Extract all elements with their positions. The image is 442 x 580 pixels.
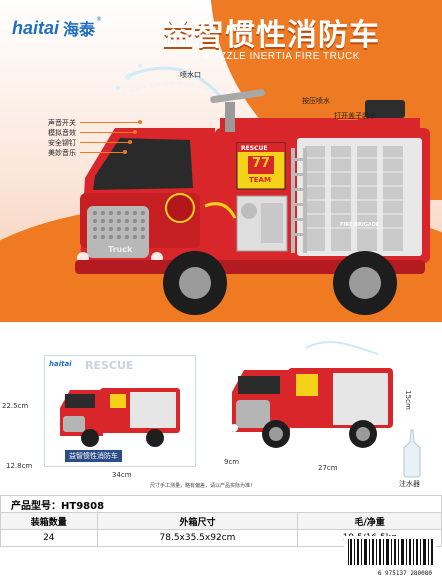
callout-dot <box>133 130 137 134</box>
truck-team-label: TEAM <box>249 176 271 184</box>
product-box-image: haitai RESCUE 益智惯性消防车 <box>44 355 196 467</box>
truck-side-label: FIRE BRIGADE <box>340 222 380 228</box>
brand-logo: haitai 海泰 ® <box>12 16 102 40</box>
truck-rescue-label: RESCUE <box>241 145 268 152</box>
box-truck-image <box>60 388 180 447</box>
brand-name-cn: 海泰 <box>63 20 96 39</box>
model-row: 产品型号：HT9808 <box>0 495 442 513</box>
product-title-cn: 益智惯性消防车 <box>163 18 380 53</box>
callout-beautiful-light: 美妙音乐 <box>48 149 76 157</box>
truck-number-label: 77 <box>252 156 271 171</box>
box-rescue: RESCUE <box>85 359 134 372</box>
callout-press-spray: 按压喷水 <box>302 97 330 105</box>
header-carton-size: 外箱尺寸 <box>96 512 299 530</box>
model-label: 产品型号： <box>11 500 61 512</box>
box-depth-dim: 12.8cm <box>6 462 33 470</box>
callout-leader-line <box>80 132 135 133</box>
callout-leader-line <box>80 142 130 143</box>
box-chinese-title: 益智惯性消防车 <box>65 450 122 462</box>
barcode-image <box>344 536 436 576</box>
water-spray-graphic <box>116 64 227 104</box>
box-width-dim: 34cm <box>112 471 132 479</box>
callout-simulated-sound: 模拟音效 <box>48 129 76 137</box>
callout-safe-rivet: 安全铆钉 <box>48 139 76 147</box>
toy-depth-dim: 9cm <box>224 458 240 466</box>
measurement-footnote: 尺寸手工测量，略有偏差，请以产品实际为准！ <box>150 483 256 489</box>
callout-leader-line <box>80 122 140 123</box>
toy-height-dim: 15cm <box>403 390 412 410</box>
callout-dot <box>128 140 132 144</box>
water-bottle-label: 注水器 <box>399 480 420 488</box>
box-brand: haitai <box>49 360 72 368</box>
barcode-number: 6 975137 280080 <box>375 570 434 577</box>
callout-open-cover: 打开盖子装水 <box>334 112 376 120</box>
toy-width-dim: 27cm <box>318 464 338 472</box>
callout-leader-line <box>338 119 358 120</box>
model-value: HT9808 <box>61 500 105 512</box>
callout-dot <box>123 150 127 154</box>
fire-truck-image <box>75 89 430 315</box>
callout-nozzle: 喷水口 <box>180 71 201 79</box>
side-truck-image <box>230 341 393 448</box>
box-height-dim: 22.5cm <box>2 402 29 410</box>
registered-mark: ® <box>96 16 103 23</box>
truck-brand-label: Truck <box>108 245 133 254</box>
callout-leader-line <box>318 104 340 105</box>
callout-sound-switch: 声音开关 <box>48 119 76 127</box>
callout-leader-line <box>80 152 125 153</box>
hero-section: haitai 海泰 ® 益智惯性消防车 PUZZLE INERTIA FIRE … <box>0 0 442 322</box>
product-title-en: PUZZLE INERTIA FIRE TRUCK <box>205 51 360 62</box>
value-carton-size: 78.5x35.5x92cm <box>96 529 299 547</box>
water-bottle-image <box>403 429 421 478</box>
header-carton-qty: 装箱数量 <box>0 512 98 530</box>
brand-name-en: haitai <box>12 17 60 38</box>
header-weight: 毛/净重 <box>297 512 442 530</box>
callout-dot <box>138 120 142 124</box>
value-carton-qty: 24 <box>0 529 98 547</box>
